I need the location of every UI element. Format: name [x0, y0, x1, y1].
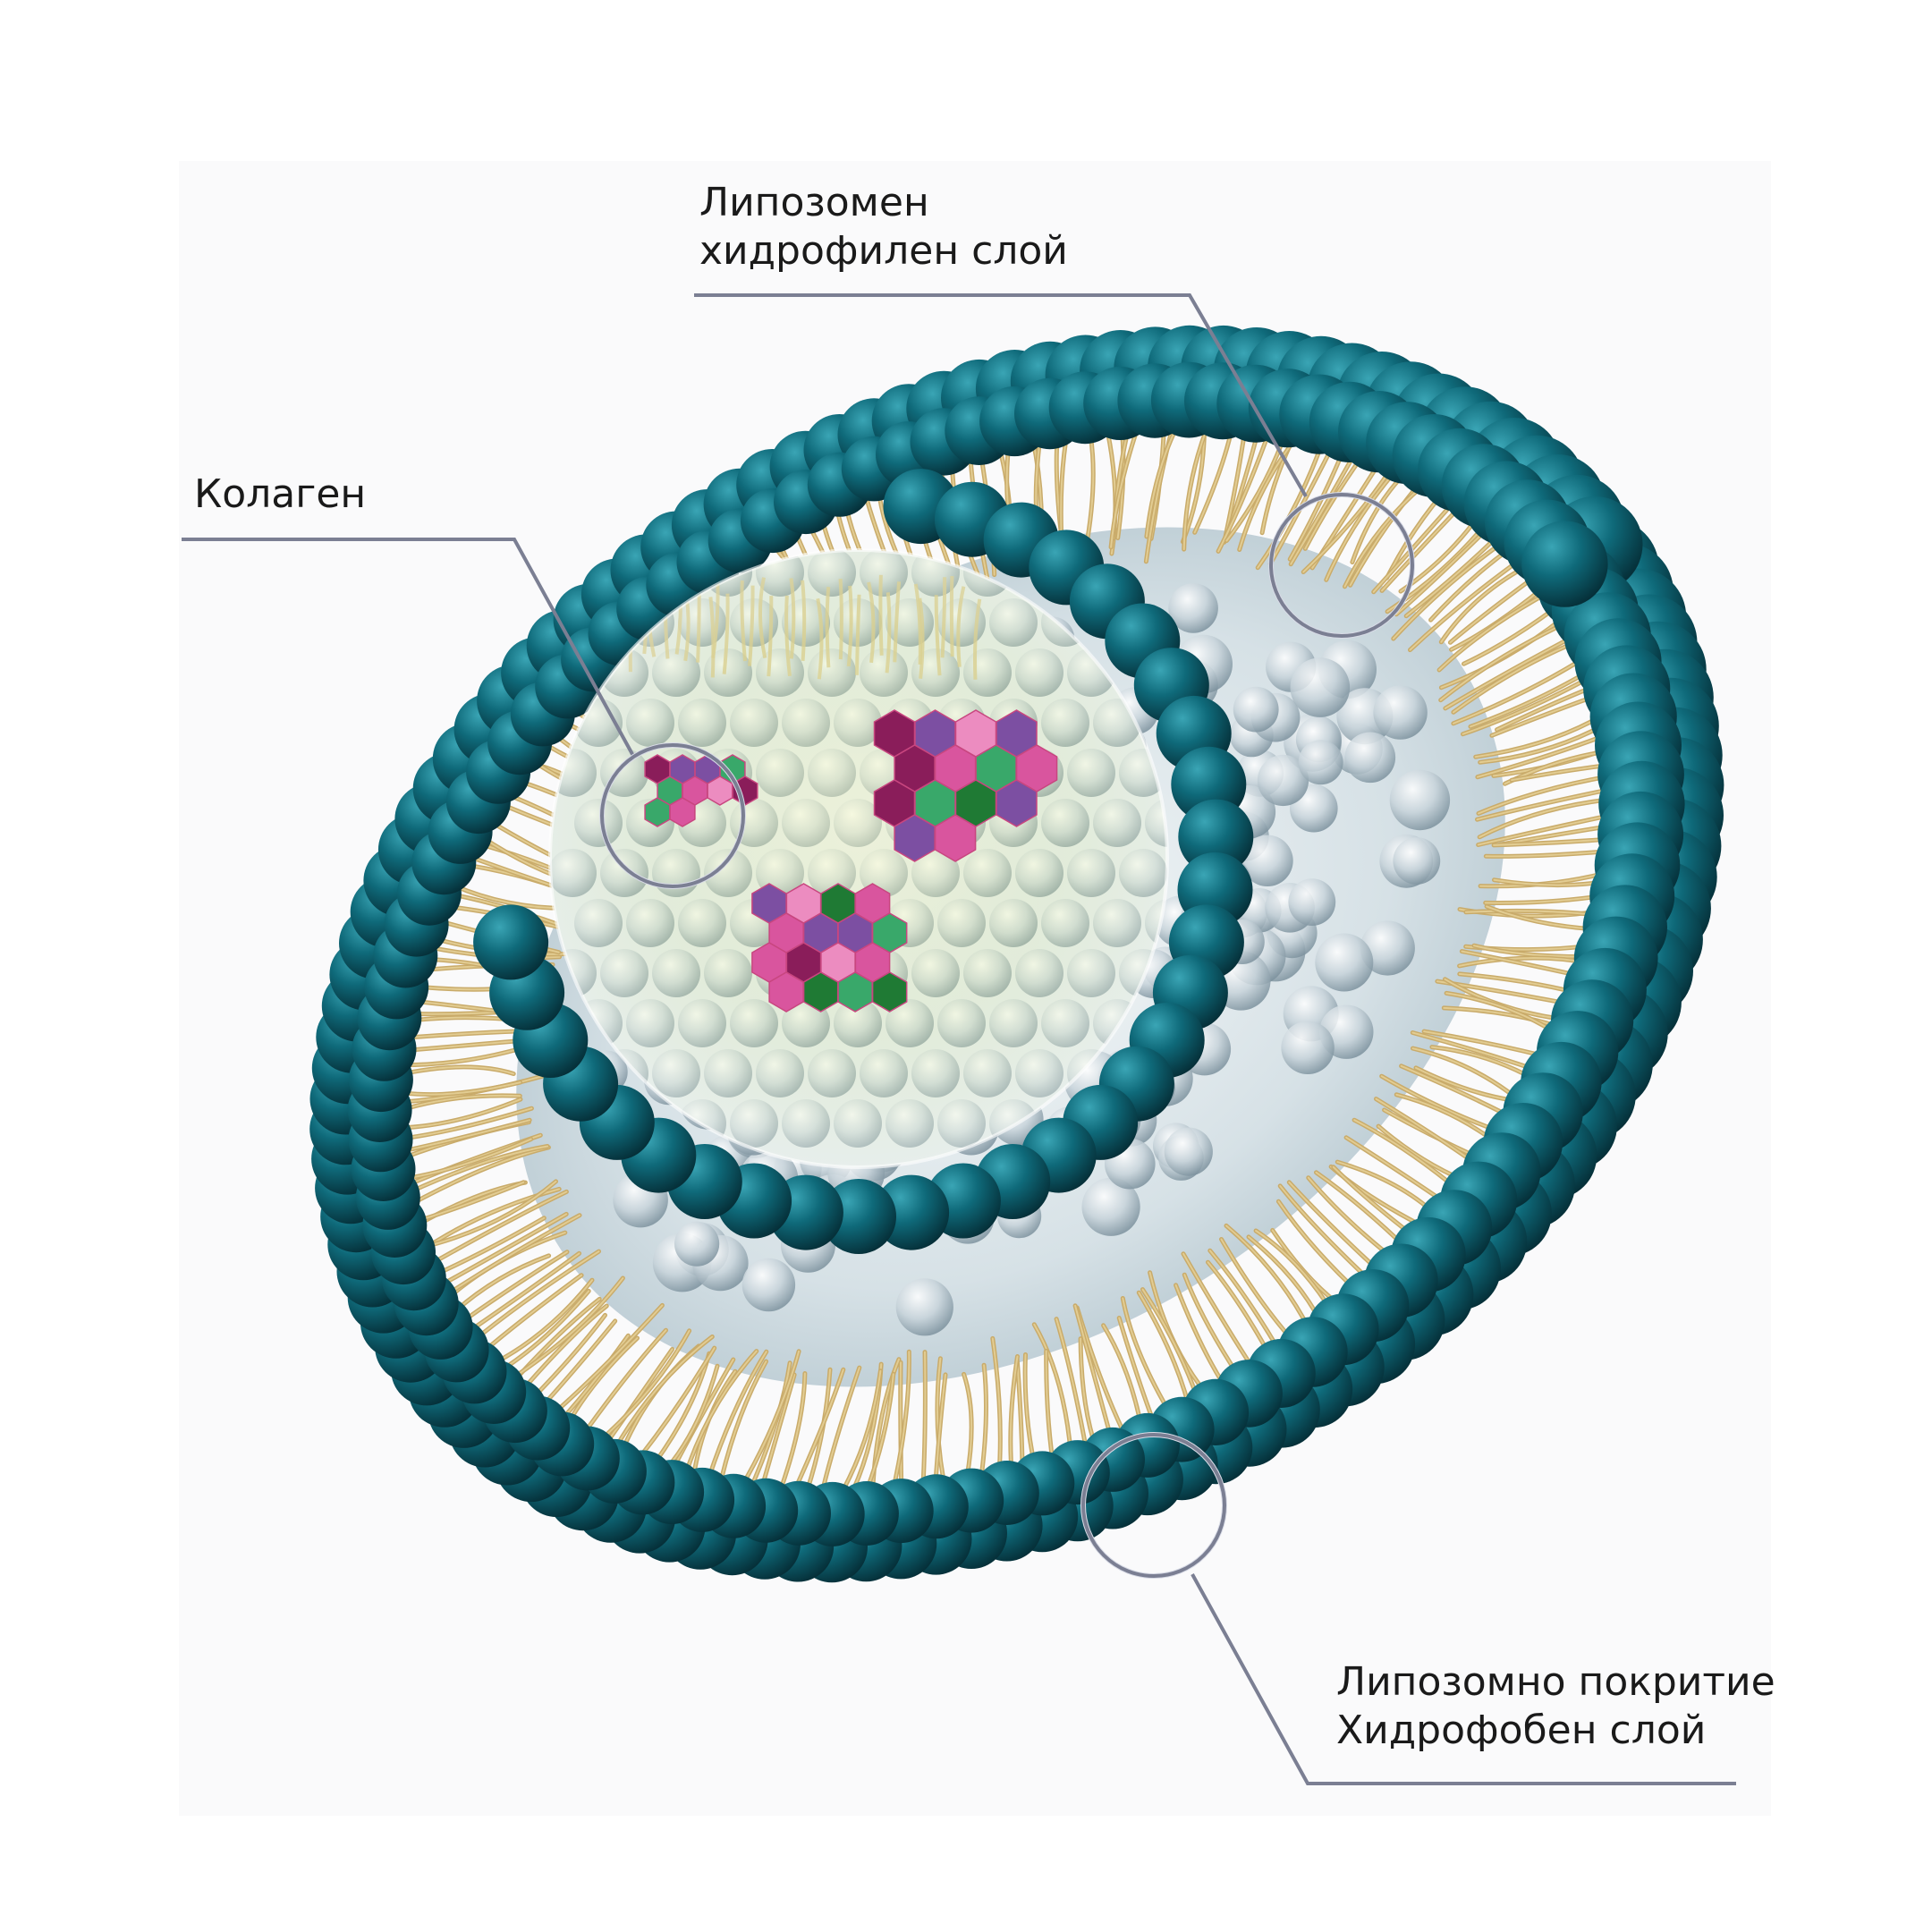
core-sphere [1360, 920, 1415, 976]
leader-hydrophilic [694, 293, 1308, 498]
core-sphere [1164, 1127, 1213, 1176]
outer-lipid-heads [309, 325, 1724, 1583]
core-sphere [1298, 740, 1343, 785]
core-sphere [1257, 754, 1309, 807]
label-hydrophilic-layer: Липозомен хидрофилен слой [699, 179, 1068, 275]
core-sphere [895, 1278, 953, 1336]
label-hydrophobic-layer: Липозомно покритие Хидрофобен слой [1336, 1658, 1775, 1755]
core-sphere [1168, 583, 1218, 633]
inner-lipid-head [1178, 799, 1254, 875]
core-sphere [1315, 933, 1374, 992]
core-sphere [1389, 769, 1451, 831]
leaders [182, 293, 1736, 1785]
core-sphere [1081, 1177, 1140, 1236]
collagen-hexagon [707, 775, 733, 806]
label-hydrophilic-line1: Липозомен [699, 180, 929, 225]
label-collagen-line1: Колаген [194, 471, 367, 517]
core-sphere [1344, 732, 1396, 784]
core-sphere [1241, 835, 1293, 886]
label-hydrophobic-line2: Хидрофобен слой [1336, 1707, 1707, 1753]
collagen-hexagon [996, 779, 1038, 827]
collagen-hexagon [669, 797, 696, 827]
core-sphere [1288, 878, 1336, 926]
label-collagen: Колаген [194, 470, 366, 519]
core-sphere [674, 1221, 720, 1267]
label-hydrophilic-line2: хидрофилен слой [699, 228, 1068, 274]
core-sphere [1281, 1021, 1335, 1075]
inner-lipid-head [473, 904, 549, 980]
leader-hydrophobic [1191, 1573, 1736, 1785]
outer-lipid-head [1521, 521, 1608, 607]
label-hydrophobic-line1: Липозомно покритие [1336, 1659, 1775, 1705]
inner-lipid-heads [473, 469, 1254, 1254]
collagen-hexagon [644, 797, 671, 827]
collagen-clusters [644, 709, 1058, 1013]
collagen-hexagon [934, 814, 977, 862]
leader-collagen [182, 538, 635, 757]
collagen-hexagon [871, 971, 908, 1013]
core-sphere [1290, 657, 1351, 717]
core-sphere [741, 1258, 796, 1312]
core-sphere [1233, 686, 1279, 733]
core-sphere [1373, 685, 1428, 740]
core-sphere [1393, 837, 1441, 885]
